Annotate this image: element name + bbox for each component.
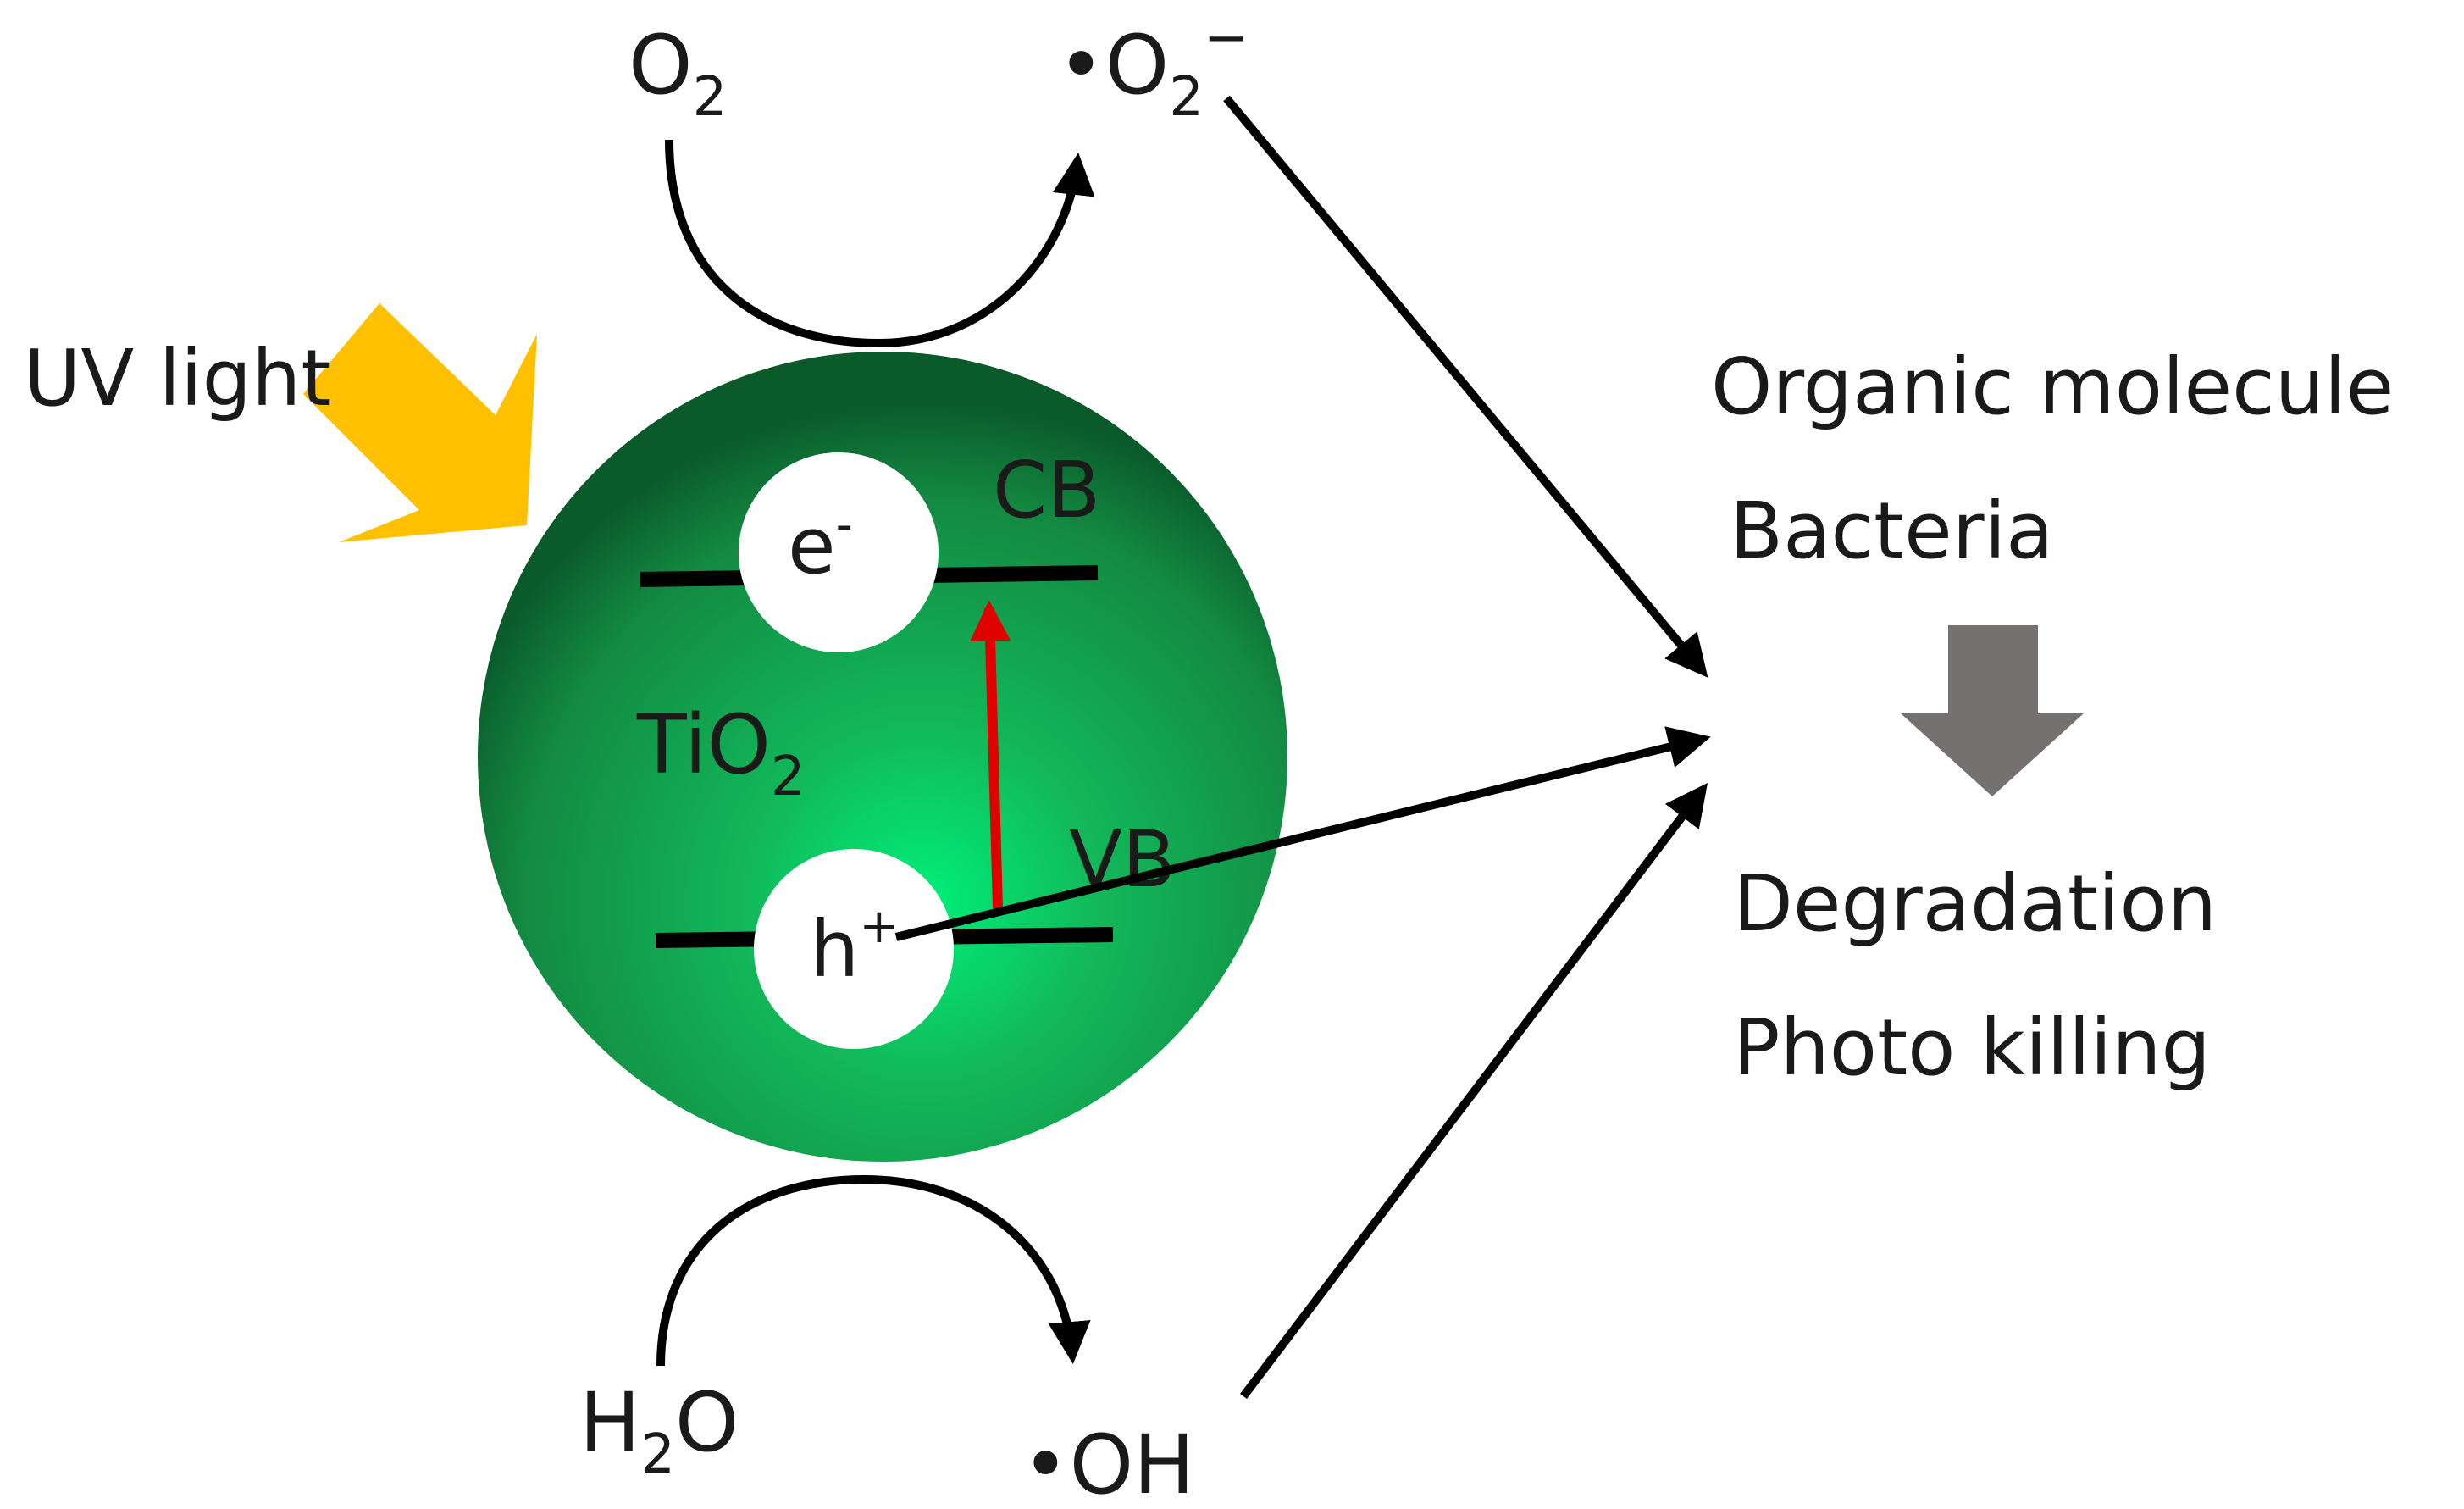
hydroxyl-to-targets-arrow: [1240, 783, 1708, 1400]
h2o-oxidation-arrow: [656, 1174, 1091, 1367]
tio2-particle: [478, 352, 1287, 1162]
superoxide-label: •O2−: [1057, 7, 1249, 129]
target-organic-molecule: Organic molecule: [1711, 341, 2394, 432]
o2-reduction-arrow: [665, 139, 1095, 348]
hole-to-targets-arrow: [894, 726, 1711, 941]
hole-label: h+: [810, 899, 899, 995]
hydroxyl-label: •OH: [1022, 1417, 1194, 1509]
target-bacteria: Bacteria: [1730, 485, 2054, 576]
excitation-arrow: [970, 600, 1011, 909]
electron-label: e-: [788, 497, 853, 591]
tio2-label: TiO2: [636, 697, 806, 808]
superoxide-to-targets-arrow: [1223, 95, 1708, 678]
o2-label: O2: [628, 18, 727, 129]
water-label: H2O: [579, 1375, 739, 1486]
uv-light-arrow: [303, 303, 537, 542]
result-arrow: [1901, 625, 2084, 796]
result-photo-killing: Photo killing: [1733, 1002, 2211, 1093]
uv-light-label: UV light: [24, 333, 331, 424]
result-degradation: Degradation: [1733, 858, 2217, 949]
electron-circle: [739, 452, 939, 652]
cb-label: CB: [993, 445, 1100, 535]
hole-circle: [754, 849, 954, 1049]
